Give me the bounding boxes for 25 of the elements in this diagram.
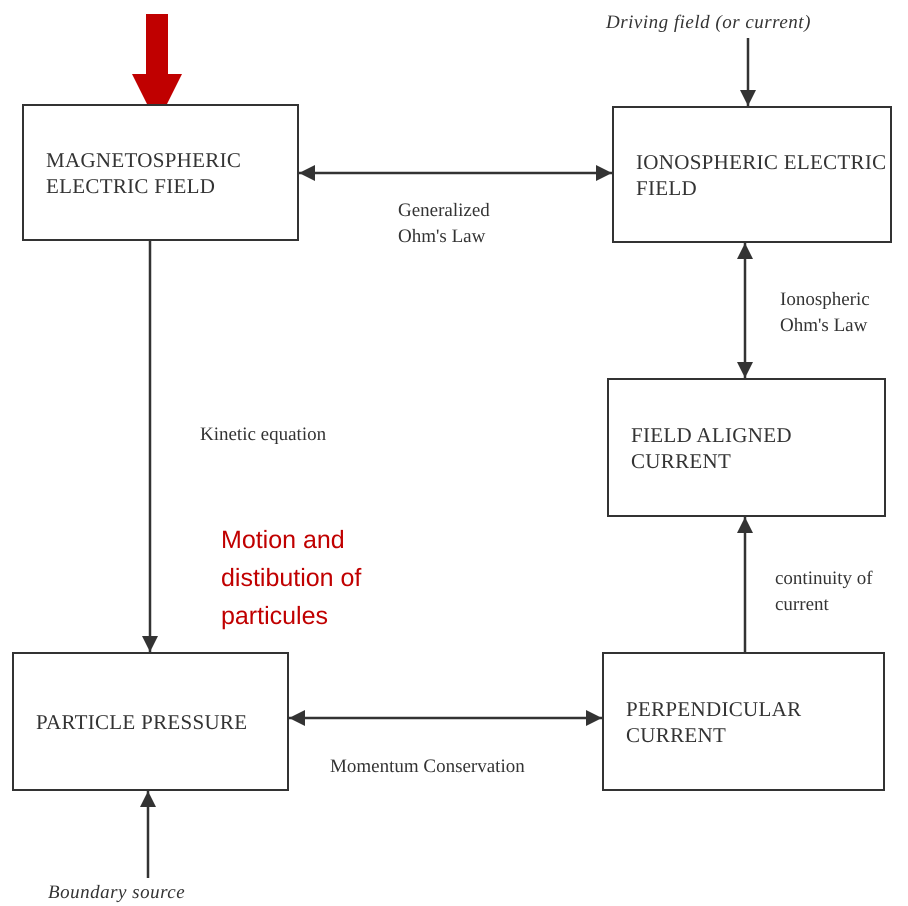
arrow: [140, 791, 156, 878]
process-box: [612, 106, 892, 243]
arrow: [299, 165, 612, 181]
process-box: [607, 378, 886, 517]
edge-label: Generalized Ohm's Law: [398, 199, 491, 249]
process-box: [12, 652, 289, 791]
box-label: MAGNETOSPHERIC ELECTRIC FIELD: [45, 146, 242, 198]
box-label: FIELD ALIGNED CURRENT: [630, 422, 793, 474]
edge-label: Kinetic equation: [200, 423, 328, 447]
input-label: Driving field (or current): [606, 12, 811, 34]
edge-label: Ionospheric Ohm's Law: [780, 288, 871, 338]
arrow: [142, 241, 158, 652]
process-box: [22, 104, 299, 241]
box-label: IONOSPHERIC ELECTRIC FIELD: [635, 148, 888, 200]
box-label: PERPENDICULAR CURRENT: [625, 696, 802, 748]
process-box: [602, 652, 885, 791]
edge-label: Momentum Conservation: [330, 755, 525, 779]
note-text: Motion and distibution of particules: [221, 525, 362, 632]
arrow: [737, 243, 753, 378]
edge-label: continuity of current: [775, 567, 874, 617]
input-label: Boundary source: [48, 882, 186, 904]
arrow: [289, 710, 602, 726]
arrow: [737, 517, 753, 652]
box-label: PARTICLE PRESSURE: [35, 708, 248, 734]
arrow: [740, 38, 756, 106]
